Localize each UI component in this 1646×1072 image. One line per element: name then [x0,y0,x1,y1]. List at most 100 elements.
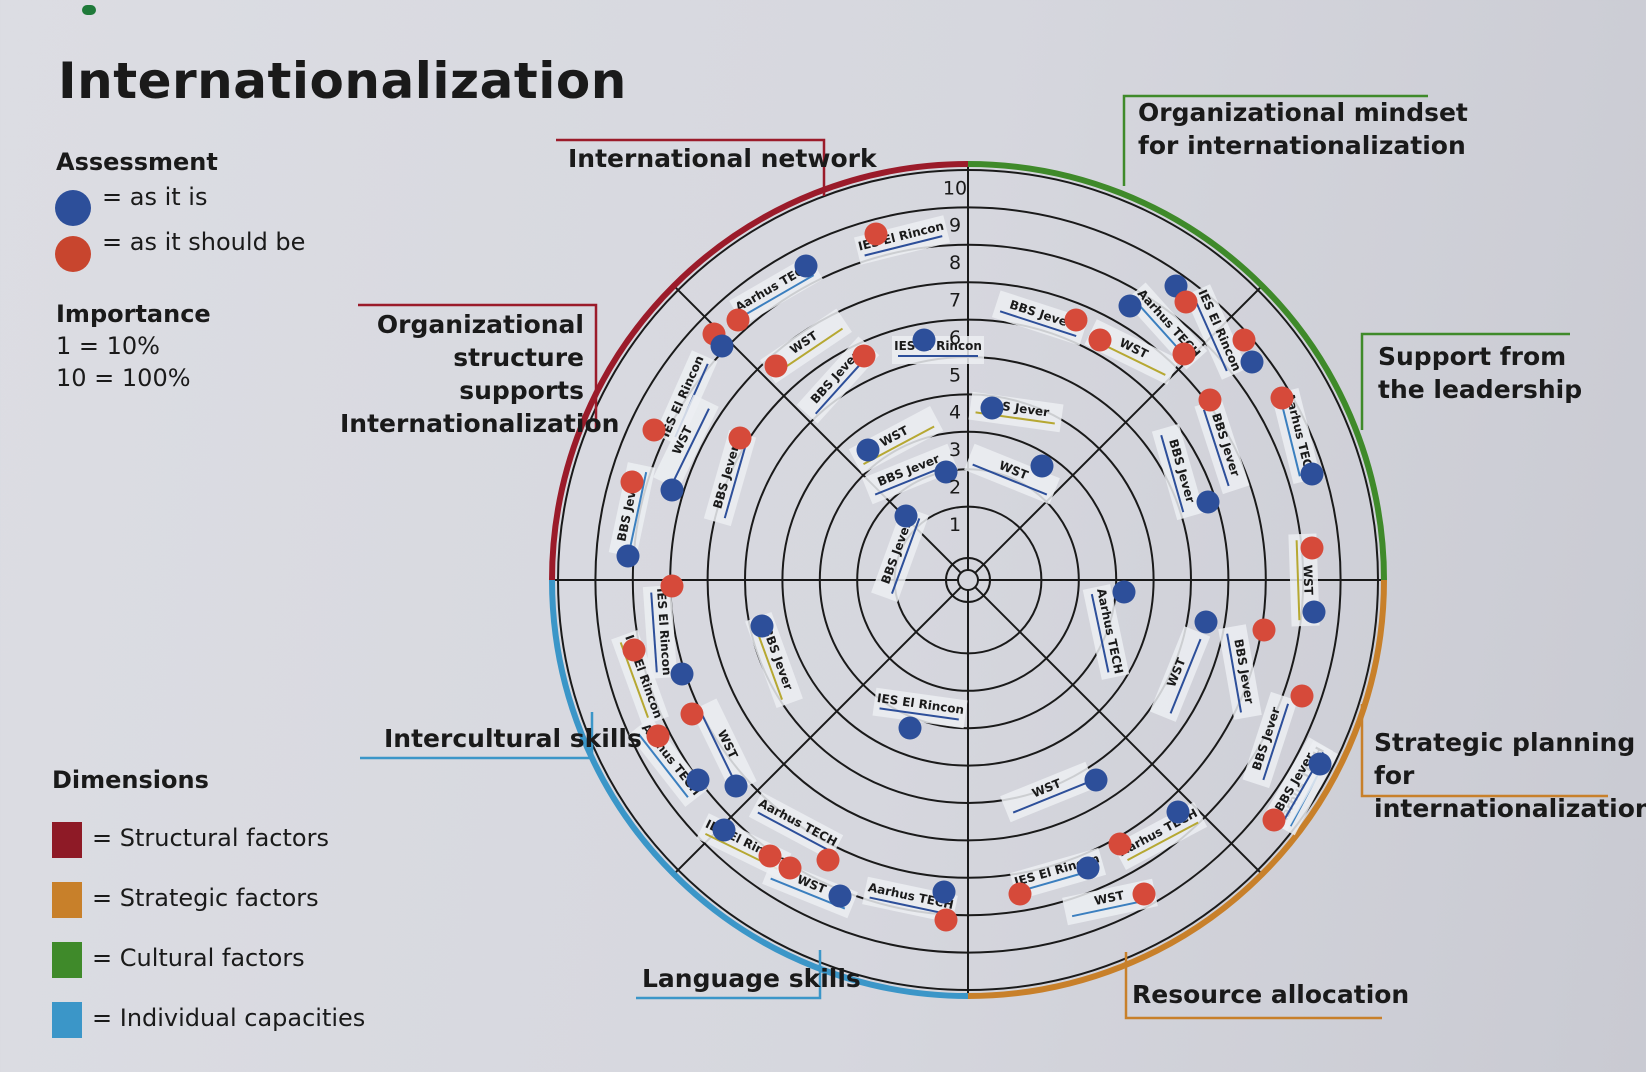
sticker-underline [700,712,738,786]
sticker-label: WST [1300,565,1315,596]
bracket-org-structure [358,303,598,430]
sticker-underline [757,811,829,851]
should-be-dot [1232,328,1256,352]
sticker: IES El Rincon [892,336,984,364]
sticker-underline [1202,409,1230,487]
should-be-dot [1108,832,1132,856]
as-is-dot [1196,490,1220,514]
label-org-structure-line-3: Internationalization [340,409,620,438]
spoke-3 [974,586,1263,875]
sticker: BBS Jever [1194,397,1250,495]
should-be-dot [934,908,958,932]
as-is-dot [1308,752,1332,776]
strategic-arc [967,579,1387,999]
sticker-underline [999,310,1077,338]
should-be-dot [642,418,666,442]
as-is-dot [750,614,774,638]
as-is-dot [898,716,922,740]
sticker-background [892,336,984,364]
label-org-structure-line-2: structure supports [453,343,584,405]
sticker-underline [672,408,710,482]
sticker-background [748,792,844,860]
importance-heading: Importance [56,300,211,328]
bracket-strategic [1360,704,1608,798]
as-is-dot [934,460,958,484]
sticker-underline [1090,593,1110,673]
sticker-underline [743,274,815,317]
should-be-dot [680,702,704,726]
should-be-dot [1174,290,1198,314]
as-is-dot [686,768,710,792]
as-is-dot [912,328,936,352]
should-be-dot [1290,684,1314,708]
should-be-dot [758,844,782,868]
should-be-dot [1252,618,1276,642]
strategic-swatch-icon [52,882,82,918]
as-is-dot [1300,462,1324,486]
bracket-resource [1124,952,1382,1020]
scale-number-5: 5 [949,364,961,386]
as-is-dot [794,254,818,278]
as-is-dot [724,774,748,798]
individual-swatch-icon [52,1002,82,1038]
should-be-dot [728,426,752,450]
scale-number-2: 2 [949,477,961,499]
scale-number-8: 8 [949,252,961,274]
page-title: Internationalization [58,52,627,110]
sticker-underline [1169,638,1202,714]
label-org-structure: Organizational structure supports Intern… [340,308,620,440]
sticker-underline [972,463,1048,496]
should-be-dot [1088,328,1112,352]
cultural-swatch-icon [52,942,82,978]
label-support-leadership: Support from the leadership [1378,340,1582,406]
sticker-underline [1012,781,1088,814]
sticker-underline [1127,821,1199,861]
sticker: WST [1000,761,1096,823]
bracket-international-network [556,138,826,196]
as-is-dot [1240,350,1264,374]
scale-number-3: 3 [949,439,961,461]
pushpin [82,5,96,15]
sticker-underline [628,471,648,551]
scale-number-7: 7 [949,290,961,312]
dimensions-heading: Dimensions [52,766,209,794]
scale-number-9: 9 [949,215,961,237]
should-be-dot [1270,386,1294,410]
as-is-dot [828,884,852,908]
sticker-underline [1295,540,1301,621]
should-be-dot [622,638,646,662]
sticker: BBS Jever [1218,624,1262,720]
as-is-dot [894,504,918,528]
as-is-dot [1194,610,1218,634]
label-language-skills: Language skills [642,964,861,993]
should-be-dot [816,848,840,872]
as-is-dot [710,334,734,358]
center-ring [957,569,979,591]
should-be-dot [1198,388,1222,412]
sticker-underline [650,592,658,673]
individual-arc [549,579,969,999]
label-org-mindset: Organizational mindset for international… [1138,96,1468,162]
label-org-mindset-line-2: for internationalization [1138,131,1466,160]
bracket-language [636,950,822,1000]
bracket-support [1360,332,1570,430]
label-intercultural-skills: Intercultural skills [384,724,642,753]
scale-number-4: 4 [949,402,961,424]
scale-number-10: 10 [943,177,967,199]
sticker-underline [1160,434,1185,513]
as-is-dot [1076,856,1100,880]
sticker: BBS Jever [1151,423,1205,521]
as-is-dot [1118,294,1142,318]
label-org-mindset-line-1: Organizational mindset [1138,98,1468,127]
assessment-dots [616,222,1332,932]
importance-line-2: 10 = 100% [56,364,191,392]
as-is-dot [660,478,684,502]
should-be-dot-icon [55,236,91,272]
strategic-label: = Strategic factors [92,884,319,912]
should-be-dot [1008,882,1032,906]
dimension-arcs [549,161,1387,999]
label-strategic-planning: Strategic planning for internationalizat… [1374,726,1646,825]
sticker-underline [1226,633,1243,713]
